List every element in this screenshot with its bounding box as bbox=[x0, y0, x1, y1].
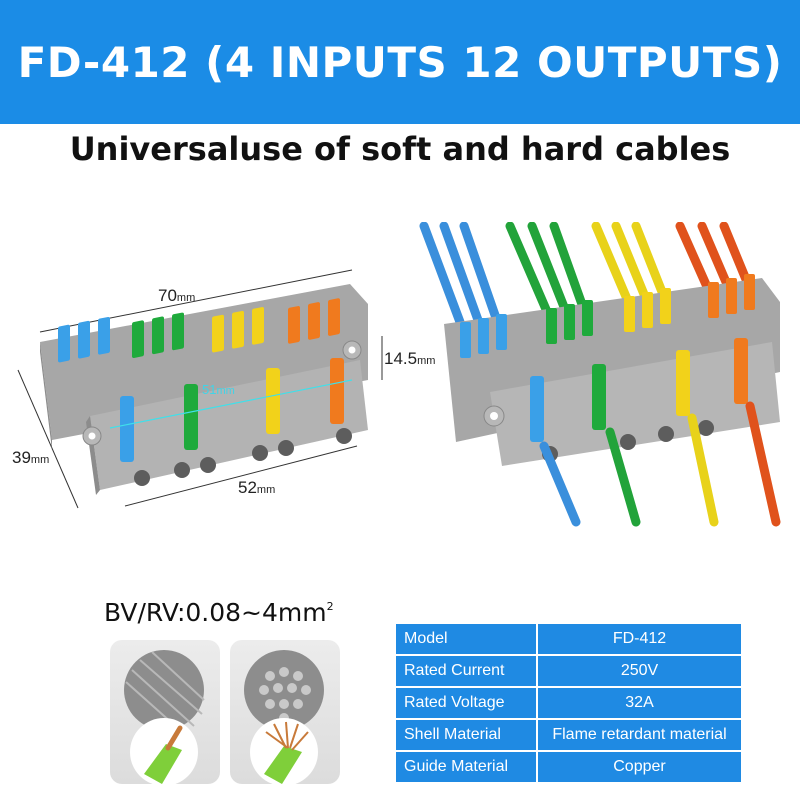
table-row: Rated Current 250V bbox=[394, 654, 743, 688]
page-subtitle: Universaluse of soft and hard cables bbox=[69, 130, 731, 168]
dimension-depth: 39mm bbox=[12, 448, 50, 467]
table-row: Shell Material Flame retardant material bbox=[394, 718, 743, 752]
spec-value: Copper bbox=[536, 750, 743, 784]
spec-label: Guide Material bbox=[394, 750, 538, 784]
page-title: FD-412 (4 INPUTS 12 OUTPUTS) bbox=[17, 37, 783, 87]
dimension-length-top: 70mm bbox=[158, 286, 196, 305]
dimension-height: 14.5mm bbox=[384, 349, 436, 368]
spec-label: Model bbox=[394, 622, 538, 656]
spec-value: Flame retardant material bbox=[536, 718, 743, 752]
connector-with-wires-photo bbox=[419, 222, 781, 527]
dimension-inner: 51mm bbox=[202, 382, 235, 397]
spec-value: 32A bbox=[536, 686, 743, 720]
table-row: Rated Voltage 32A bbox=[394, 686, 743, 720]
spec-value: 250V bbox=[536, 654, 743, 688]
table-row: Guide Material Copper bbox=[394, 750, 743, 784]
table-row: Model FD-412 bbox=[394, 622, 743, 656]
title-banner: FD-412 (4 INPUTS 12 OUTPUTS) bbox=[0, 0, 800, 124]
spec-label: Rated Voltage bbox=[394, 686, 538, 720]
stranded-cable-image bbox=[230, 640, 340, 784]
solid-cable-image bbox=[110, 640, 220, 784]
spec-value: FD-412 bbox=[536, 622, 743, 656]
spec-label: Shell Material bbox=[394, 718, 538, 752]
spec-table: Model FD-412 Rated Current 250V Rated Vo… bbox=[394, 622, 743, 784]
connector-dimension-diagram bbox=[17, 269, 383, 509]
wire-range-label: BV/RV:0.08~4mm2 bbox=[104, 598, 334, 627]
dimension-length-bottom: 52mm bbox=[238, 478, 276, 497]
spec-label: Rated Current bbox=[394, 654, 538, 688]
